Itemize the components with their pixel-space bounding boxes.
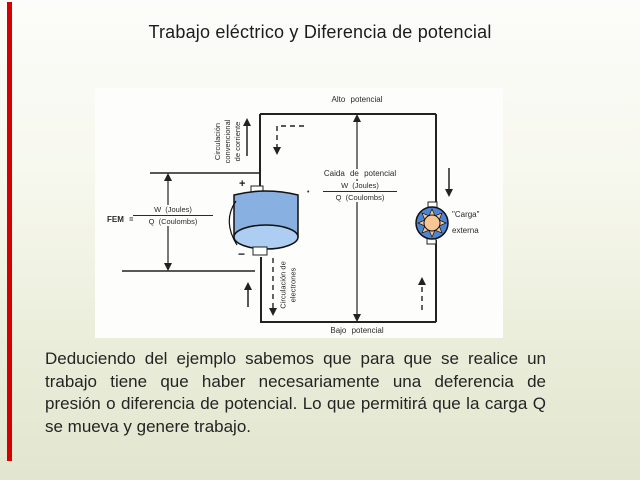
arrowhead-down-dashed-elbow	[273, 147, 281, 155]
conv-line3: de corriente	[233, 121, 242, 162]
arrowhead-down-right	[445, 189, 453, 197]
arrowhead-down-electron	[269, 308, 277, 316]
battery-side-arc	[228, 200, 238, 246]
label-conventional-circulation: Circulación convencional de corriente	[202, 120, 255, 164]
arrowhead-down-center	[353, 314, 361, 322]
label-alto-potencial: Alto potencial	[331, 95, 383, 104]
battery-plus-sign: +	[239, 178, 246, 190]
carga-line1: "Carga"	[452, 210, 480, 219]
slide-title: Trabajo eléctrico y Diferencia de potenc…	[148, 22, 492, 42]
caida-dot: •	[307, 189, 310, 196]
slide-body-paragraph: Deduciendo del ejemplo sabemos que para …	[45, 349, 546, 436]
caida-fraction: W (Joules) Q (Coulombs)	[323, 181, 397, 202]
elec-line1: Circulación de	[278, 261, 288, 309]
carga-line2: externa	[452, 226, 479, 235]
elec-line2: electrones	[288, 267, 298, 303]
conv-line2: convencional	[223, 119, 232, 164]
battery-minus-sign: −	[238, 247, 246, 261]
circuit-diagram-panel: Alto potencial Bajo potencial Caida de p…	[95, 88, 503, 338]
fem-numerator: W (Joules)	[133, 205, 213, 216]
caida-denominator: Q (Coulombs)	[335, 193, 385, 202]
arrowhead-up-center	[353, 114, 361, 122]
fem-denominator: Q (Coulombs)	[148, 217, 198, 226]
arrowhead-up-fem	[164, 173, 172, 181]
label-caida-title: Caida de potencial	[307, 169, 413, 179]
battery-bottom-terminal	[252, 246, 268, 256]
arrowhead-up-conventional	[243, 118, 251, 126]
label-bajo-potencial: Bajo potencial	[330, 326, 384, 335]
label-carga-externa: "Carga" externa	[452, 207, 479, 239]
fem-fraction: W (Joules) Q (Coulombs)	[133, 205, 213, 226]
arrowhead-up-dashed-right	[418, 277, 426, 285]
label-electron-circulation: Circulación de electrones	[262, 261, 317, 309]
circuit-svg	[122, 113, 453, 323]
arrowhead-down-fem	[164, 263, 172, 271]
lamp-center	[423, 214, 441, 232]
dashed-elbow-arrow-line	[276, 125, 304, 149]
left-accent-bar	[7, 2, 12, 461]
label-fem: FEM =	[107, 215, 134, 224]
arrowhead-up-left	[244, 282, 252, 290]
conv-line1: Circulación	[213, 122, 222, 161]
caida-numerator: W (Joules)	[323, 181, 397, 192]
battery-bottom-cap	[233, 224, 299, 250]
